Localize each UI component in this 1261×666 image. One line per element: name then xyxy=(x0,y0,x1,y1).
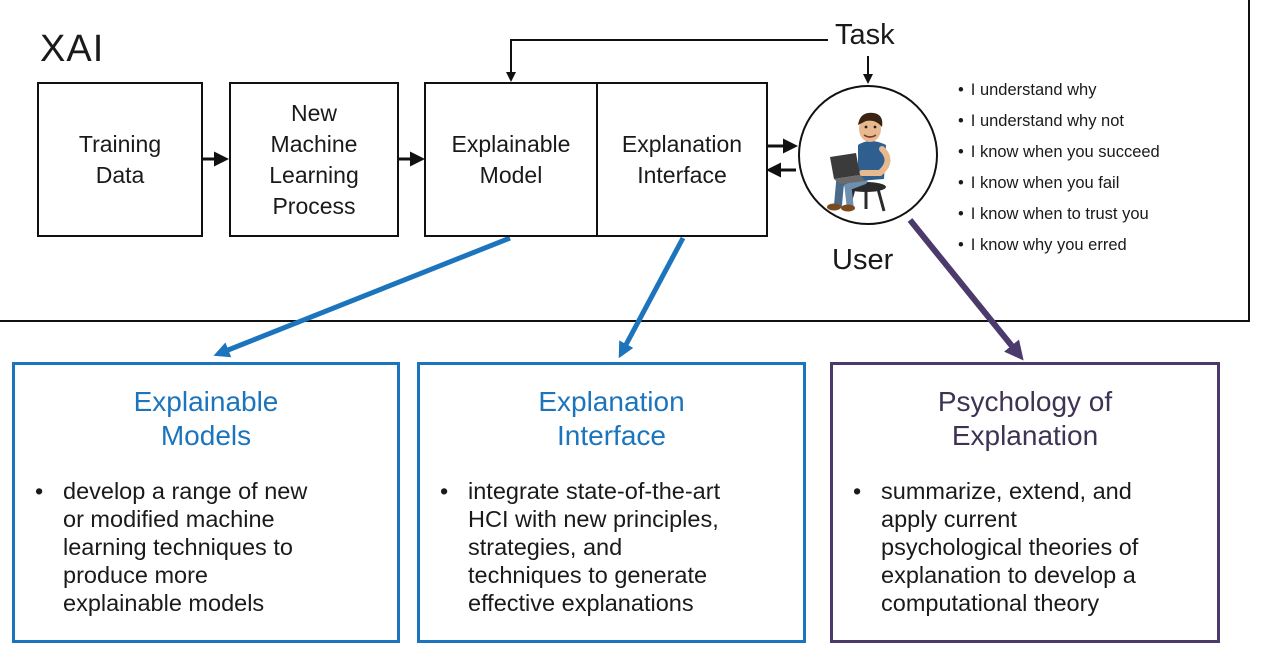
box-bullet-text: integrate state-of-the-art HCI with new … xyxy=(468,478,721,616)
outcome-item: I understand why not xyxy=(958,106,1160,137)
explanation-interface-box: Explanation Interface xyxy=(596,82,768,237)
task-loop-line xyxy=(506,39,828,82)
box-bullet: • integrate state-of-the-art HCI with ne… xyxy=(440,477,720,617)
box-title: Psychology of Explanation xyxy=(937,386,1113,451)
bullet-dot: • xyxy=(440,478,449,504)
task-label: Task xyxy=(835,19,895,51)
box-bullet: • develop a range of new or modified mac… xyxy=(35,477,307,617)
bullet-dot: • xyxy=(853,478,862,504)
arrow-to-explanation-interface xyxy=(618,236,686,359)
bullet-dot: • xyxy=(35,478,44,504)
user-circle xyxy=(798,85,938,225)
user-outcomes-list: I understand why I understand why not I … xyxy=(958,75,1160,261)
outcome-item: I know when you succeed xyxy=(958,137,1160,168)
explanation-interface-info-box: Explanation Interface • integrate state-… xyxy=(417,362,806,643)
outcome-item: I know why you erred xyxy=(958,230,1160,261)
psychology-of-explanation-box: Psychology of Explanation • summarize, e… xyxy=(830,362,1220,643)
box-bullet-text: summarize, extend, and apply current psy… xyxy=(881,478,1139,616)
arrow-to-psychology xyxy=(907,218,1024,361)
xai-region-frame xyxy=(0,0,1250,322)
box-bullet: • summarize, extend, and apply current p… xyxy=(853,477,1138,617)
outcome-item: I know when to trust you xyxy=(958,199,1160,230)
diagram-title: XAI xyxy=(40,28,105,70)
outcome-item: I understand why xyxy=(958,75,1160,106)
arrow-to-explainable-models xyxy=(213,235,511,358)
explainable-model-box: Explainable Model xyxy=(424,82,598,237)
explainable-models-box: Explainable Models • develop a range of … xyxy=(12,362,400,643)
box-bullet-text: develop a range of new or modified machi… xyxy=(63,478,308,616)
box-title: Explainable Models xyxy=(133,386,279,451)
training-data-box: Training Data xyxy=(37,82,203,237)
ml-process-box: New Machine Learning Process xyxy=(229,82,399,237)
person-with-laptop-icon xyxy=(827,112,891,212)
outcome-item: I know when you fail xyxy=(958,168,1160,199)
box-title: Explanation Interface xyxy=(538,386,685,451)
user-label: User xyxy=(832,244,894,276)
